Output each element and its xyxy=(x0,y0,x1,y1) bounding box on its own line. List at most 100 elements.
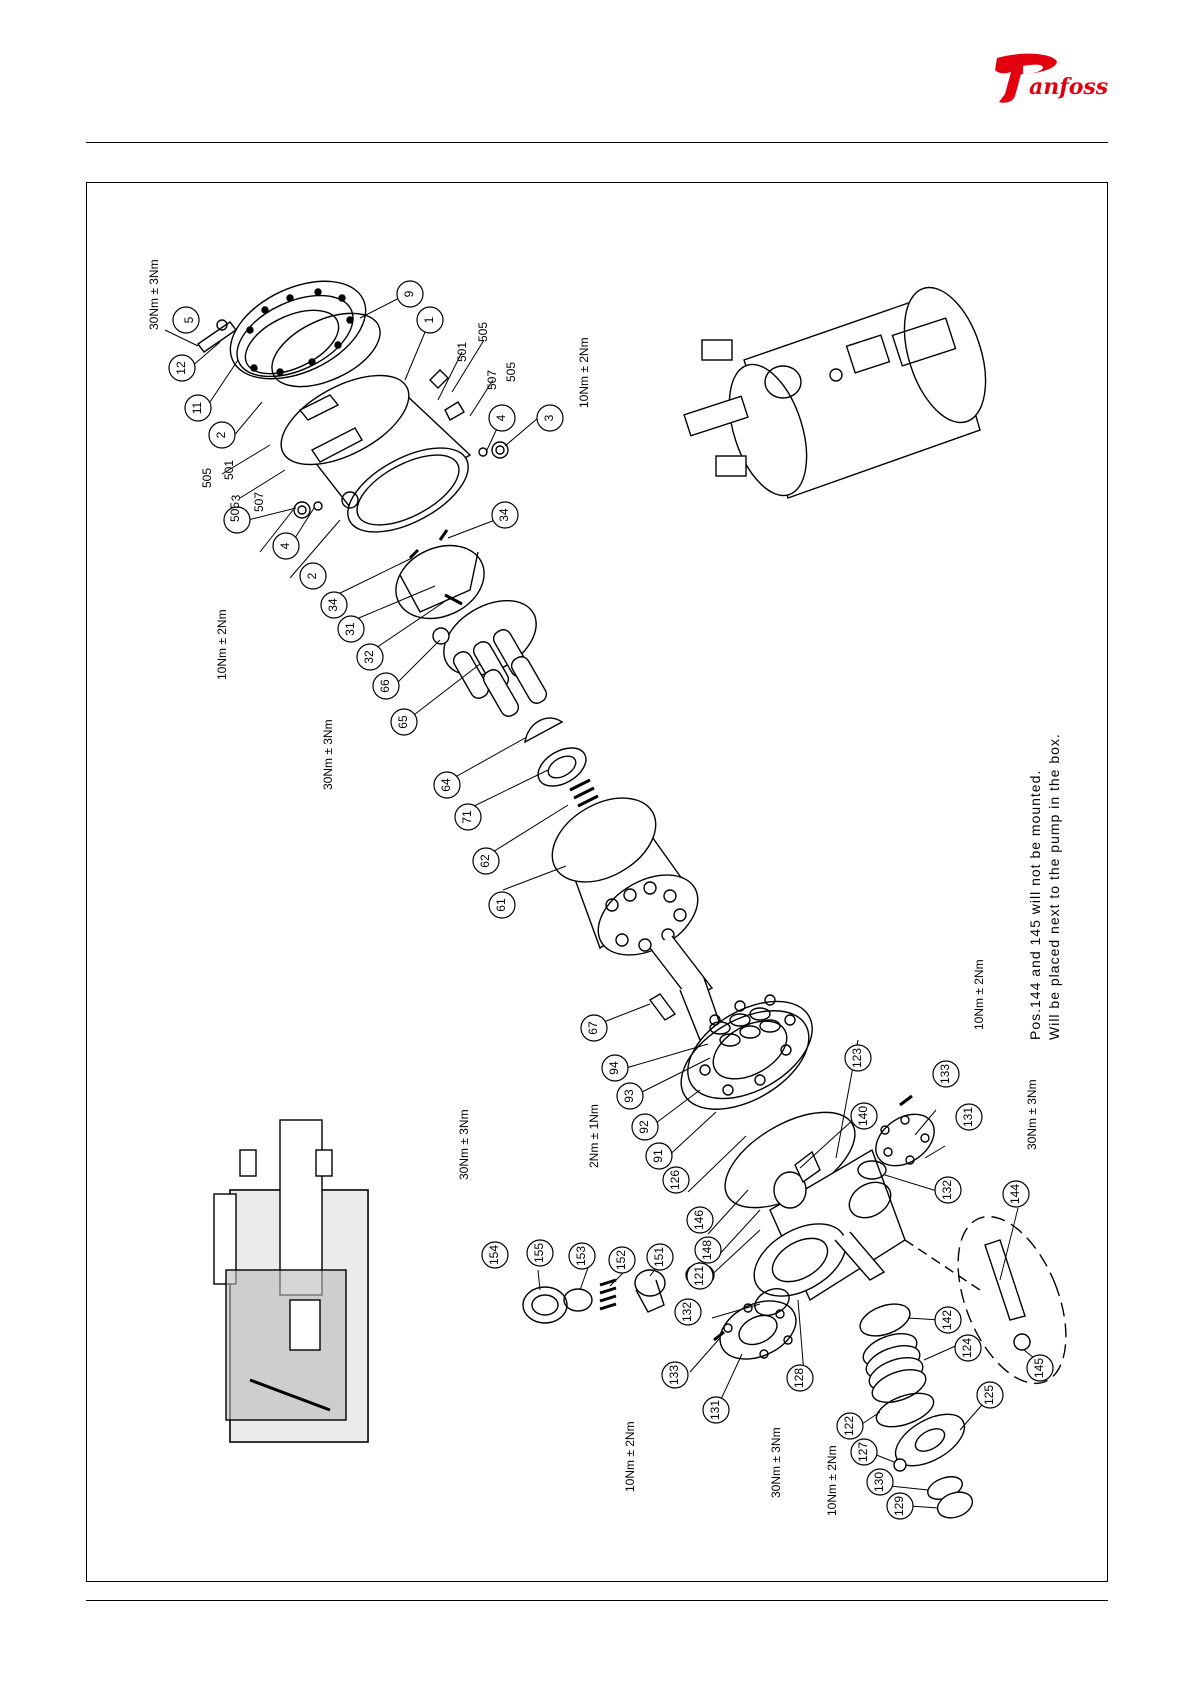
torque-label-1: 30Nm ± 3Nm xyxy=(147,259,161,330)
pin-144-part xyxy=(984,1239,1026,1321)
callout-501-b: 501 xyxy=(455,342,469,362)
callout-155: 155 xyxy=(532,1243,546,1263)
mounting-note-line-2: Will be placed next to the pump in the b… xyxy=(1046,733,1062,1040)
callout-146: 146 xyxy=(692,1210,706,1230)
callout-130: 130 xyxy=(872,1472,886,1492)
callout-507-a: 507 xyxy=(252,492,266,512)
callout-125: 125 xyxy=(982,1385,996,1405)
callout-131-right: 131 xyxy=(961,1107,975,1127)
callout-505-c: 505 xyxy=(476,322,490,342)
callout-152: 152 xyxy=(614,1250,628,1270)
callout-144: 144 xyxy=(1008,1184,1022,1204)
o-ring-132-left xyxy=(754,1288,790,1316)
callout-505-b: 505 xyxy=(228,502,242,522)
torque-label-11: 10Nm ± 2Nm xyxy=(825,1445,839,1516)
callout-62: 62 xyxy=(478,854,492,868)
screw-127-part xyxy=(893,1458,907,1472)
callout-93: 93 xyxy=(622,1089,636,1103)
o-ring-set-part xyxy=(709,1007,781,1047)
callout-71: 71 xyxy=(460,810,474,824)
callout-127: 127 xyxy=(856,1442,870,1462)
callout-32: 32 xyxy=(362,650,376,664)
housing-part xyxy=(280,369,472,533)
callout-4-left: 4 xyxy=(278,542,292,549)
callout-128: 128 xyxy=(792,1368,806,1388)
piston-152-part xyxy=(634,1269,666,1313)
callout-122: 122 xyxy=(842,1416,856,1436)
lock-plate-part xyxy=(197,319,237,353)
callout-154: 154 xyxy=(487,1245,501,1265)
o-ring-9-part xyxy=(271,312,381,388)
callout-140: 140 xyxy=(856,1106,870,1126)
callout-34-right: 34 xyxy=(497,508,511,522)
callout-133-right: 133 xyxy=(938,1064,952,1084)
o-ring-155-part xyxy=(563,1288,593,1312)
callout-12: 12 xyxy=(174,361,188,375)
callout-91: 91 xyxy=(651,1149,665,1163)
spring-part xyxy=(569,778,607,824)
bellows-124-part xyxy=(862,1333,927,1403)
callout-132-right: 132 xyxy=(940,1180,954,1200)
compensator-valve-right xyxy=(875,1094,935,1167)
callout-66: 66 xyxy=(378,679,392,693)
callout-65: 65 xyxy=(396,715,410,729)
bearing-part xyxy=(537,747,587,787)
plug-154-part xyxy=(522,1286,568,1324)
callout-2-top: 2 xyxy=(214,431,228,438)
seal-ring-142 xyxy=(859,1303,911,1337)
danfoss-logo-mark: anfoss xyxy=(995,53,1108,103)
svg-text:anfoss: anfoss xyxy=(1029,74,1108,100)
callout-64: 64 xyxy=(439,778,453,792)
end-cover-part xyxy=(229,280,367,380)
mounting-note-line-1: Pos.144 and 145 will not be mounted. xyxy=(1027,769,1043,1040)
ball-guide-part xyxy=(524,717,564,744)
callout-3-left: 3 xyxy=(229,494,243,501)
torque-label-7: 2Nm ± 1Nm xyxy=(587,1104,601,1168)
callout-505-a: 505 xyxy=(200,468,214,488)
callout-507-b: 507 xyxy=(485,370,499,390)
header-rule xyxy=(86,142,1108,143)
o-ring-132-right xyxy=(857,1160,887,1180)
plug-left-part xyxy=(293,501,323,519)
torque-label-4: 30Nm ± 3Nm xyxy=(321,719,335,790)
mounting-note: Pos.144 and 145 will not be mounted. Wil… xyxy=(1026,733,1064,1040)
torque-label-5: 10Nm ± 2Nm xyxy=(972,959,986,1030)
cylinder-block-part xyxy=(551,797,723,1041)
footer-rule xyxy=(86,1600,1108,1601)
sectional-view-inset xyxy=(213,1119,369,1443)
pin-34-right xyxy=(438,529,449,541)
leader-lines xyxy=(164,294,1035,1509)
danfoss-logo: anfoss xyxy=(995,53,1108,103)
callout-5: 5 xyxy=(182,316,196,323)
callout-129: 129 xyxy=(892,1496,906,1516)
seal-129-part xyxy=(936,1491,974,1519)
torque-label-6: 30Nm ± 3Nm xyxy=(457,1109,471,1180)
torque-label-9: 10Nm ± 2Nm xyxy=(623,1421,637,1492)
torque-label-2: 10Nm ± 2Nm xyxy=(215,609,229,680)
callout-61: 61 xyxy=(494,898,508,912)
port-plate-part xyxy=(680,994,813,1110)
callout-123: 123 xyxy=(850,1048,864,1068)
callout-4-right: 4 xyxy=(494,414,508,421)
callout-94: 94 xyxy=(607,1061,621,1075)
compensator-valve-left xyxy=(713,1300,797,1360)
key-part xyxy=(648,993,677,1021)
callout-121: 121 xyxy=(692,1266,706,1286)
spring-153-part xyxy=(599,1278,617,1311)
callout-124: 124 xyxy=(960,1338,974,1358)
callout-1: 1 xyxy=(422,316,436,323)
assembled-pump-view xyxy=(683,286,987,499)
o-ring-122-part xyxy=(875,1392,935,1428)
callout-126: 126 xyxy=(668,1170,682,1190)
loose-parts-boundary xyxy=(957,1215,1067,1385)
callout-151: 151 xyxy=(652,1247,666,1267)
torque-label-10: 30Nm ± 3Nm xyxy=(769,1427,783,1498)
nut-145-part xyxy=(1013,1333,1031,1351)
callout-153: 153 xyxy=(574,1246,588,1266)
callout-92: 92 xyxy=(637,1120,651,1134)
callout-circles xyxy=(168,280,1054,1520)
pin-34-left xyxy=(408,548,420,560)
callout-131-left: 131 xyxy=(708,1400,722,1420)
plug-right-part xyxy=(478,441,509,459)
